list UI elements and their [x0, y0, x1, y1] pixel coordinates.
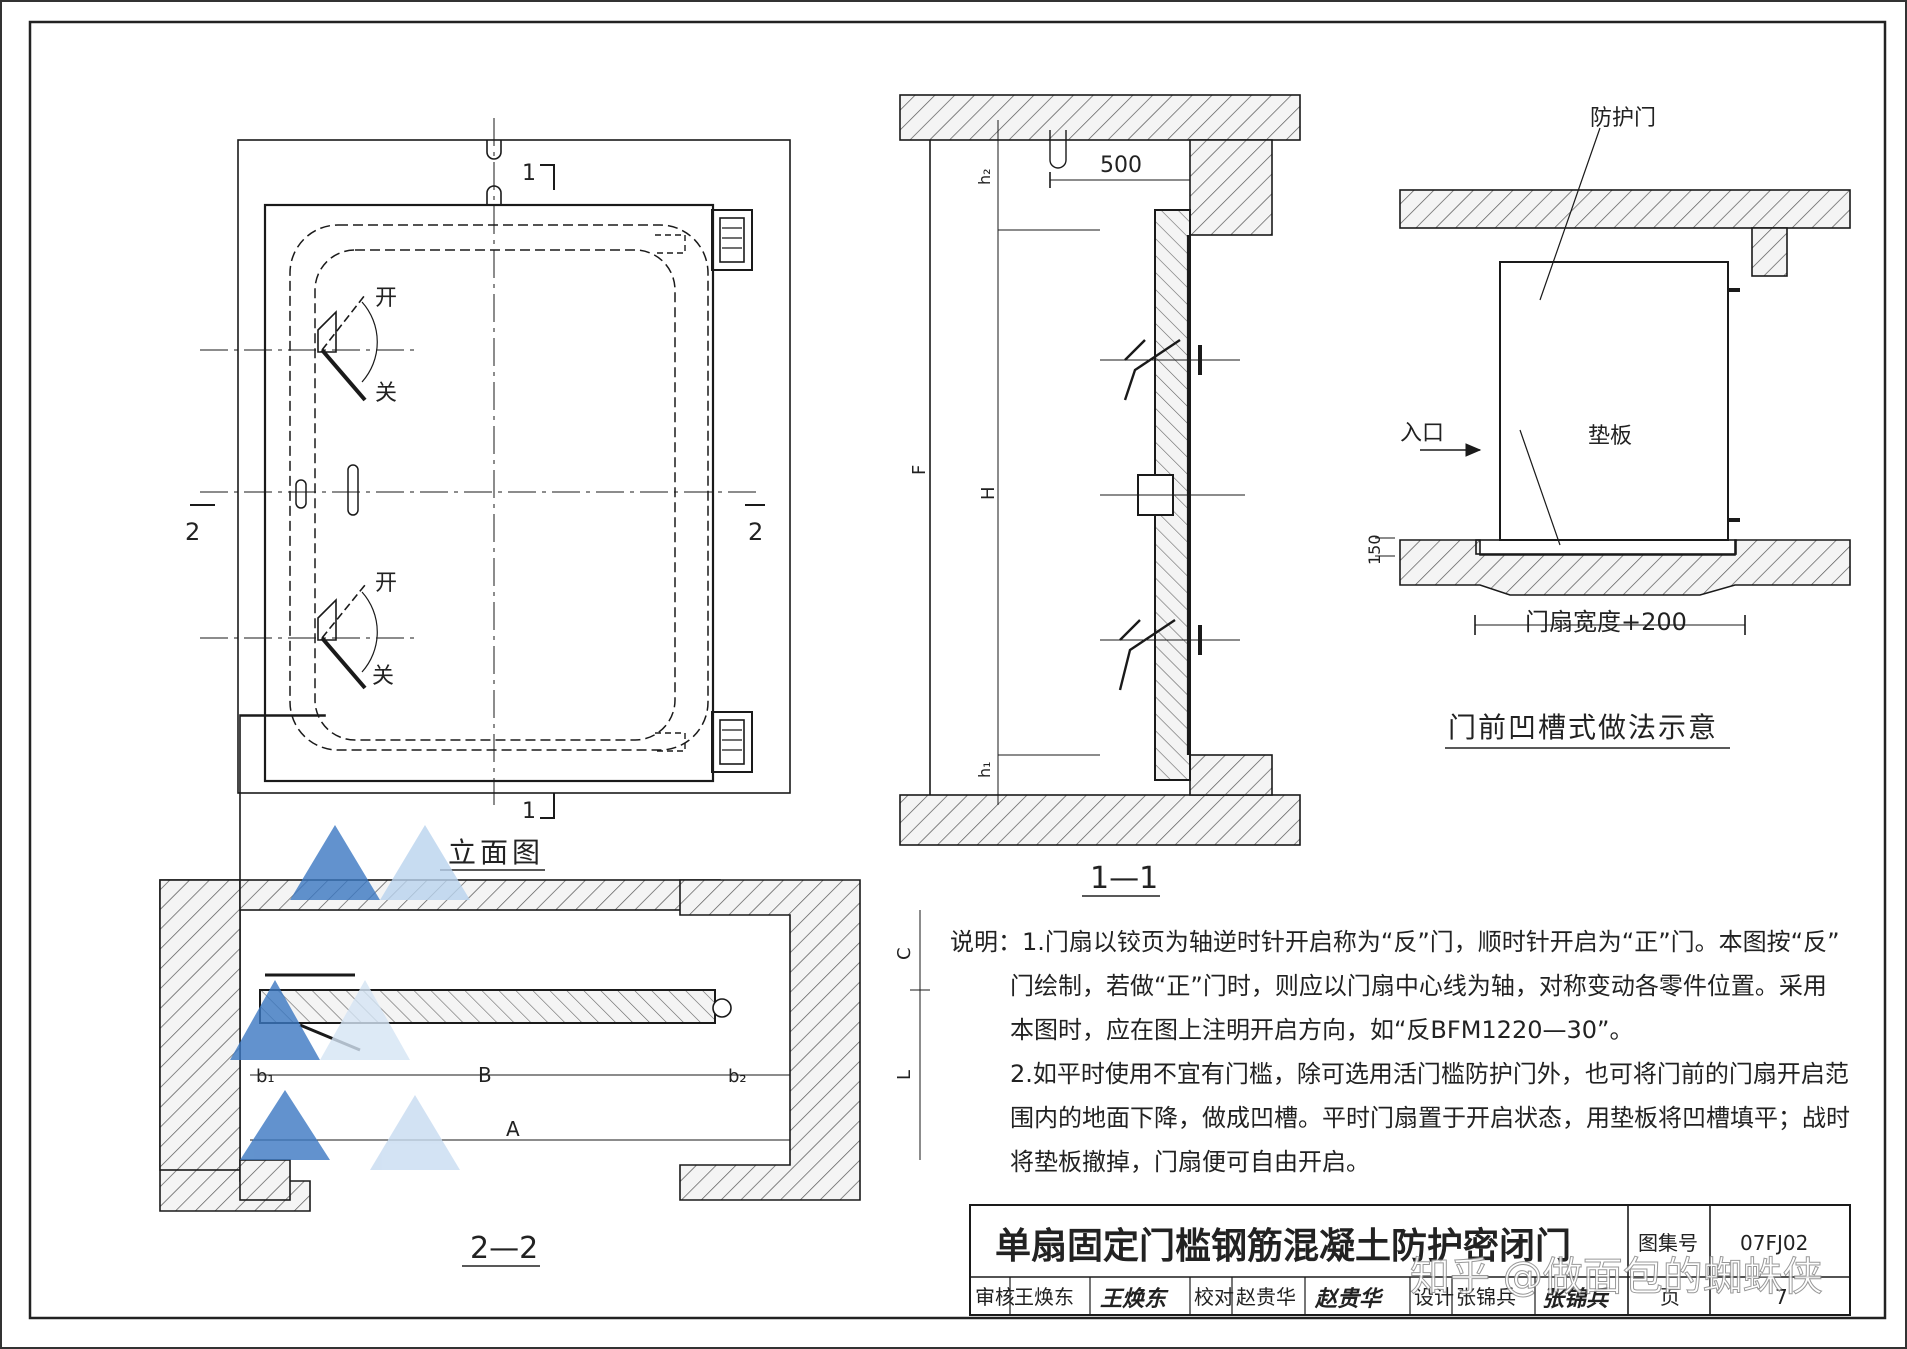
atlas-label: 图集号 — [1638, 1231, 1698, 1255]
section-mark-1-bottom: 1 — [522, 799, 536, 824]
dim-150: 150 — [1365, 534, 1384, 565]
note-2-line-3: 将垫板撤掉，门扇便可自由开启。 — [1010, 1148, 1370, 1176]
checker-name: 赵贵华 — [1236, 1285, 1296, 1309]
page-number: 7 — [1775, 1285, 1788, 1309]
dim-B: B — [478, 1063, 492, 1087]
watermark-text: 知乎 @做面包的蜘蛛侠 — [1410, 1254, 1823, 1300]
notes-prefix: 说明： — [950, 928, 1022, 956]
watermark-logo — [230, 825, 470, 1170]
reviewer-signature: 王焕东 — [1100, 1286, 1169, 1312]
check-label: 校对 — [1194, 1285, 1234, 1309]
label-pad: 垫板 — [1588, 424, 1632, 449]
dim-door-width: 门扇宽度+200 — [1525, 608, 1687, 636]
sheet-border — [28, 20, 1887, 1320]
handle-lower-open-label: 开 — [375, 571, 397, 596]
dim-C: C — [894, 947, 915, 960]
dim-A: A — [506, 1117, 520, 1141]
dim-b2: b₂ — [728, 1066, 747, 1087]
page-label: 页 — [1660, 1285, 1680, 1309]
recess-detail-caption: 门前凹槽式做法示意 — [1448, 711, 1718, 744]
note-1-line-2: 门绘制，若做“正”门时，则应以门扇中心线为轴，对称变动各零件位置。采用 — [1010, 972, 1827, 1000]
dim-500: 500 — [1100, 153, 1142, 178]
review-label: 审核 — [975, 1285, 1015, 1309]
designer-signature: 张锦兵 — [1542, 1287, 1610, 1312]
section-1-1-view — [899, 94, 1301, 846]
label-door: 防护门 — [1590, 106, 1656, 131]
title-block — [969, 1204, 1851, 1316]
dim-H: H — [978, 486, 999, 500]
elevation-caption: 立面图 — [448, 836, 544, 869]
section-1-1-caption: 1—1 — [1090, 861, 1158, 896]
elevation-view — [190, 118, 791, 819]
reviewer-name: 王焕东 — [1014, 1285, 1074, 1309]
handle-lower-close-label: 关 — [372, 664, 394, 689]
designer-name: 张锦兵 — [1456, 1285, 1516, 1309]
dim-b1: b₁ — [256, 1066, 275, 1087]
section-2-2-view — [159, 714, 930, 1212]
title-block-title: 单扇固定门槛钢筋混凝土防护密闭门 — [995, 1225, 1571, 1267]
note-1-line-1: 说明：1.门扇以铰页为轴逆时针开启称为“反”门，顺时针开启为“正”门。本图按“反… — [950, 928, 1840, 956]
atlas-number: 07FJ02 — [1740, 1231, 1808, 1255]
section-mark-1-top: 1 — [522, 161, 536, 186]
dim-L: L — [894, 1070, 915, 1080]
dim-h1: h₁ — [975, 761, 994, 778]
handle-upper-open-label: 开 — [375, 286, 397, 311]
recess-detail-view — [1375, 127, 1851, 635]
dim-F: F — [909, 465, 930, 475]
section-mark-2-right: 2 — [748, 518, 763, 546]
label-entry: 入口 — [1400, 421, 1444, 446]
notes-block: 说明：1.门扇以铰页为轴逆时针开启称为“反”门，顺时针开启为“正”门。本图按“反… — [950, 920, 1850, 1184]
note-1-line-3: 本图时，应在图上注明开启方向，如“反BFM1220—30”。 — [1010, 1016, 1634, 1044]
checker-signature: 赵贵华 — [1314, 1286, 1384, 1312]
handle-upper-close-label: 关 — [375, 381, 397, 406]
note-2-line-1: 2.如平时使用不宜有门槛，除可选用活门槛防护门外，也可将门前的门扇开启范 — [1010, 1060, 1849, 1088]
design-label: 设计 — [1414, 1285, 1454, 1309]
note-2-line-2: 围内的地面下降，做成凹槽。平时门扇置于开启状态，用垫板将凹槽填平；战时 — [1010, 1104, 1850, 1132]
section-mark-2-left: 2 — [185, 518, 200, 546]
section-2-2-caption: 2—2 — [470, 1231, 538, 1266]
dim-h2: h₂ — [975, 168, 994, 185]
